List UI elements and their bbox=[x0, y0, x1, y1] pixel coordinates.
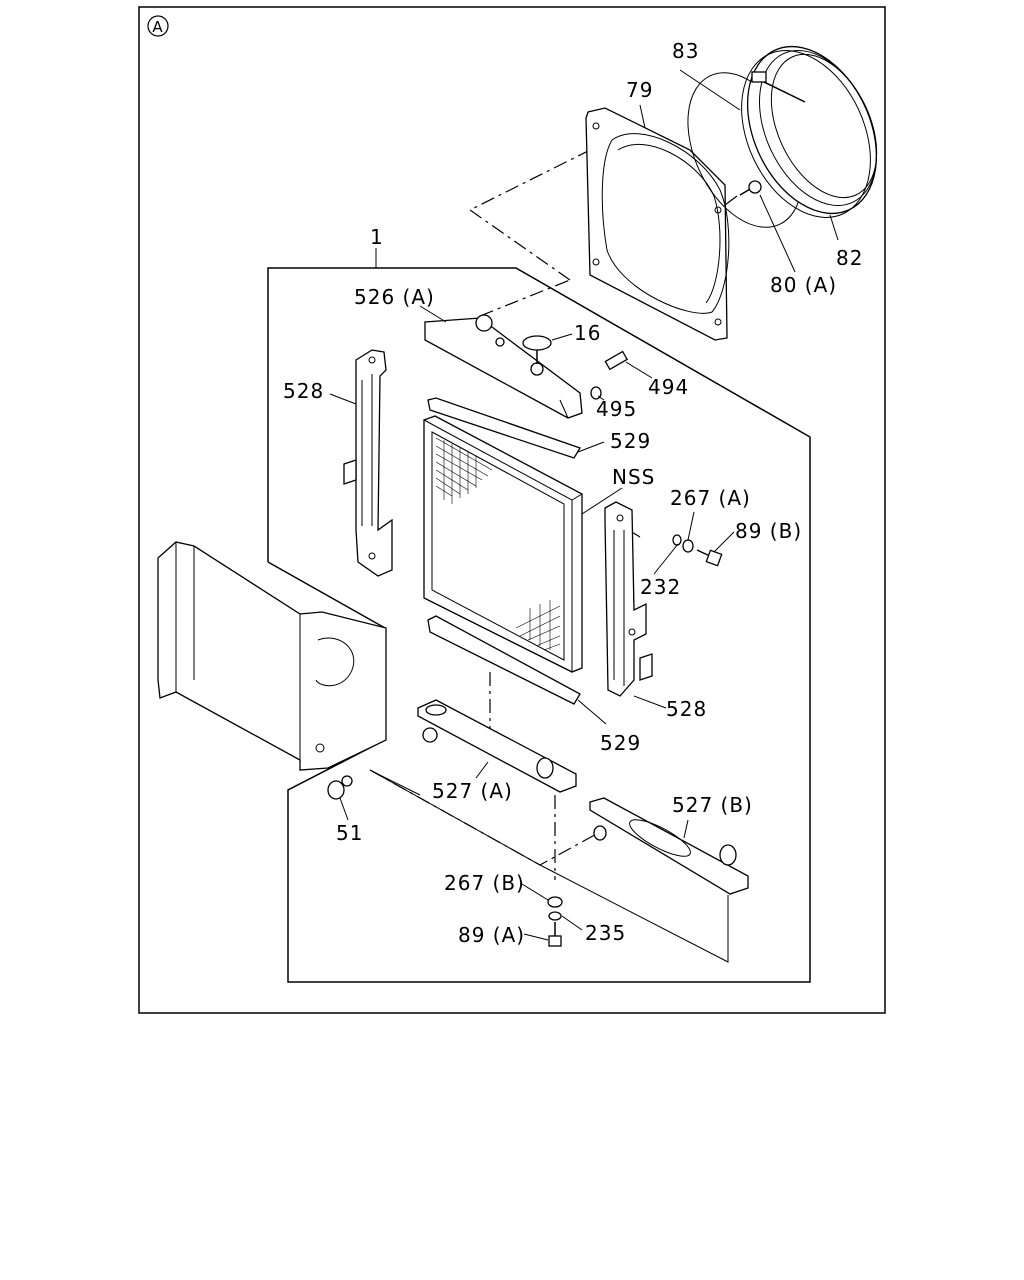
label-83: 83 bbox=[672, 39, 699, 63]
label-1: 1 bbox=[370, 225, 384, 249]
label-89b: 89 (B) bbox=[735, 519, 802, 543]
label-80a: 80 (A) bbox=[770, 273, 837, 297]
label-527a: 527 (A) bbox=[432, 779, 513, 803]
label-528-right: 528 bbox=[666, 697, 707, 721]
label-89a: 89 (A) bbox=[458, 923, 525, 947]
label-494: 494 bbox=[648, 375, 689, 399]
view-marker: A bbox=[147, 15, 169, 37]
label-267a: 267 (A) bbox=[670, 486, 751, 510]
label-267b: 267 (B) bbox=[444, 871, 525, 895]
label-526a: 526 (A) bbox=[354, 285, 435, 309]
label-528-left: 528 bbox=[283, 379, 324, 403]
bottom-fasteners bbox=[547, 896, 563, 947]
drain-plug bbox=[590, 350, 629, 400]
view-marker-label: A bbox=[152, 18, 163, 36]
label-529-bottom: 529 bbox=[600, 731, 641, 755]
label-495: 495 bbox=[596, 397, 637, 421]
label-232: 232 bbox=[640, 575, 681, 599]
label-nss: NSS bbox=[612, 465, 655, 489]
bottom-seal bbox=[427, 615, 581, 705]
label-51: 51 bbox=[336, 821, 363, 845]
label-235: 235 bbox=[585, 921, 626, 945]
lower-tank-b bbox=[589, 797, 749, 895]
label-82: 82 bbox=[836, 246, 863, 270]
side-fasteners bbox=[672, 534, 723, 567]
label-527b: 527 (B) bbox=[672, 793, 753, 817]
drain-cock bbox=[327, 775, 353, 800]
shroud-ring bbox=[741, 45, 878, 218]
diagram-frame bbox=[138, 6, 886, 1014]
assembly-bracket bbox=[267, 267, 811, 983]
fan-shroud bbox=[585, 107, 730, 341]
alignment-lines bbox=[369, 139, 738, 963]
right-side-bracket bbox=[604, 501, 653, 697]
bolt-80a bbox=[739, 180, 762, 196]
upper-tank bbox=[424, 314, 583, 419]
lower-tank-a bbox=[417, 699, 577, 793]
intercooler bbox=[157, 541, 387, 771]
label-79: 79 bbox=[626, 78, 653, 102]
top-seal bbox=[427, 397, 581, 459]
label-16: 16 bbox=[574, 321, 601, 345]
radiator-cap bbox=[522, 335, 552, 364]
left-side-bracket bbox=[343, 349, 393, 577]
leader-lines bbox=[329, 69, 839, 941]
radiator-core bbox=[423, 415, 583, 673]
part-labels: 83 79 82 80 (A) 1 526 (A) 16 494 495 528… bbox=[283, 39, 863, 947]
label-529-top: 529 bbox=[610, 429, 651, 453]
